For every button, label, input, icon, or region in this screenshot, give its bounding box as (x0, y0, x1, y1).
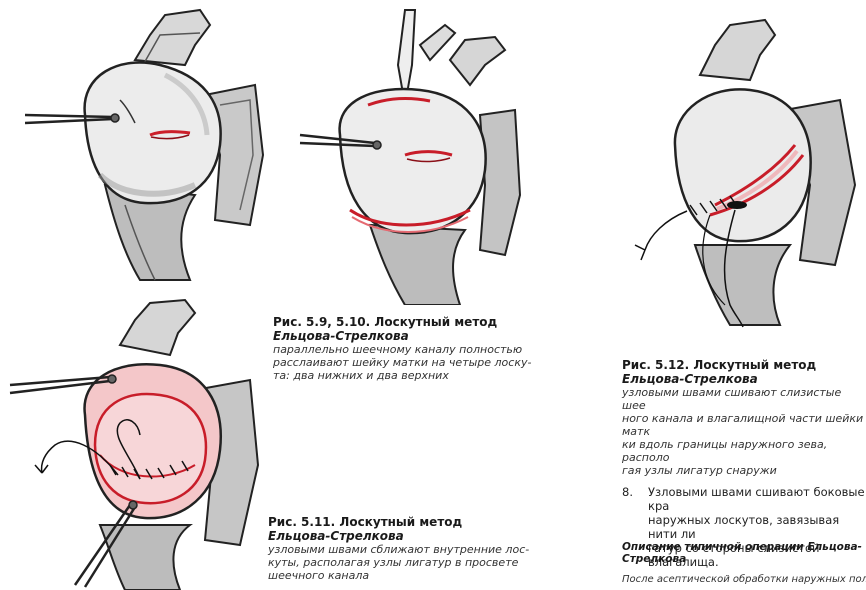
caption-text: узловыми швами сближают внутренние лос- … (268, 543, 530, 582)
caption-title: Рис. 5.9, 5.10. Лоскутный метод (273, 315, 498, 329)
caption-subtitle: Ельцова-Стрелкова (622, 372, 758, 386)
illustration-cervix-incision (25, 8, 265, 281)
caption-fig-5-9-5-10: Рис. 5.9, 5.10. Лоскутный метод Ельцова-… (273, 315, 531, 382)
illustration-cervix-inner-sutures (9, 298, 260, 590)
caption-fig-5-12: Рис. 5.12. Лоскутный метод Ельцова-Стрел… (622, 358, 866, 477)
section-paragraph: После асептической обработки наружных по… (622, 574, 866, 585)
illustration-cervix-sutured-outer (634, 18, 857, 328)
list-item: 8. Узловыми швами сшивают боковые кра на… (622, 485, 866, 569)
list-item-text: Узловыми швами сшивают боковые кра наруж… (648, 485, 865, 569)
caption-text: параллельно шеечному каналу полностью ра… (273, 343, 532, 382)
section-heading: Описание типичной операции Ельцова- Стре… (622, 541, 862, 565)
caption-subtitle: Ельцова-Стрелкова (268, 529, 404, 543)
list-item-number: 8. (622, 485, 633, 499)
caption-title: Рис. 5.11. Лоскутный метод (268, 515, 463, 529)
caption-subtitle: Ельцова-Стрелкова (273, 329, 409, 343)
caption-text: узловыми швами сшивают слизистые шее ног… (622, 386, 864, 477)
caption-title: Рис. 5.12. Лоскутный метод (622, 358, 817, 372)
illustration-cervix-flaps (299, 9, 522, 305)
caption-fig-5-11: Рис. 5.11. Лоскутный метод Ельцова-Стрел… (268, 515, 529, 582)
